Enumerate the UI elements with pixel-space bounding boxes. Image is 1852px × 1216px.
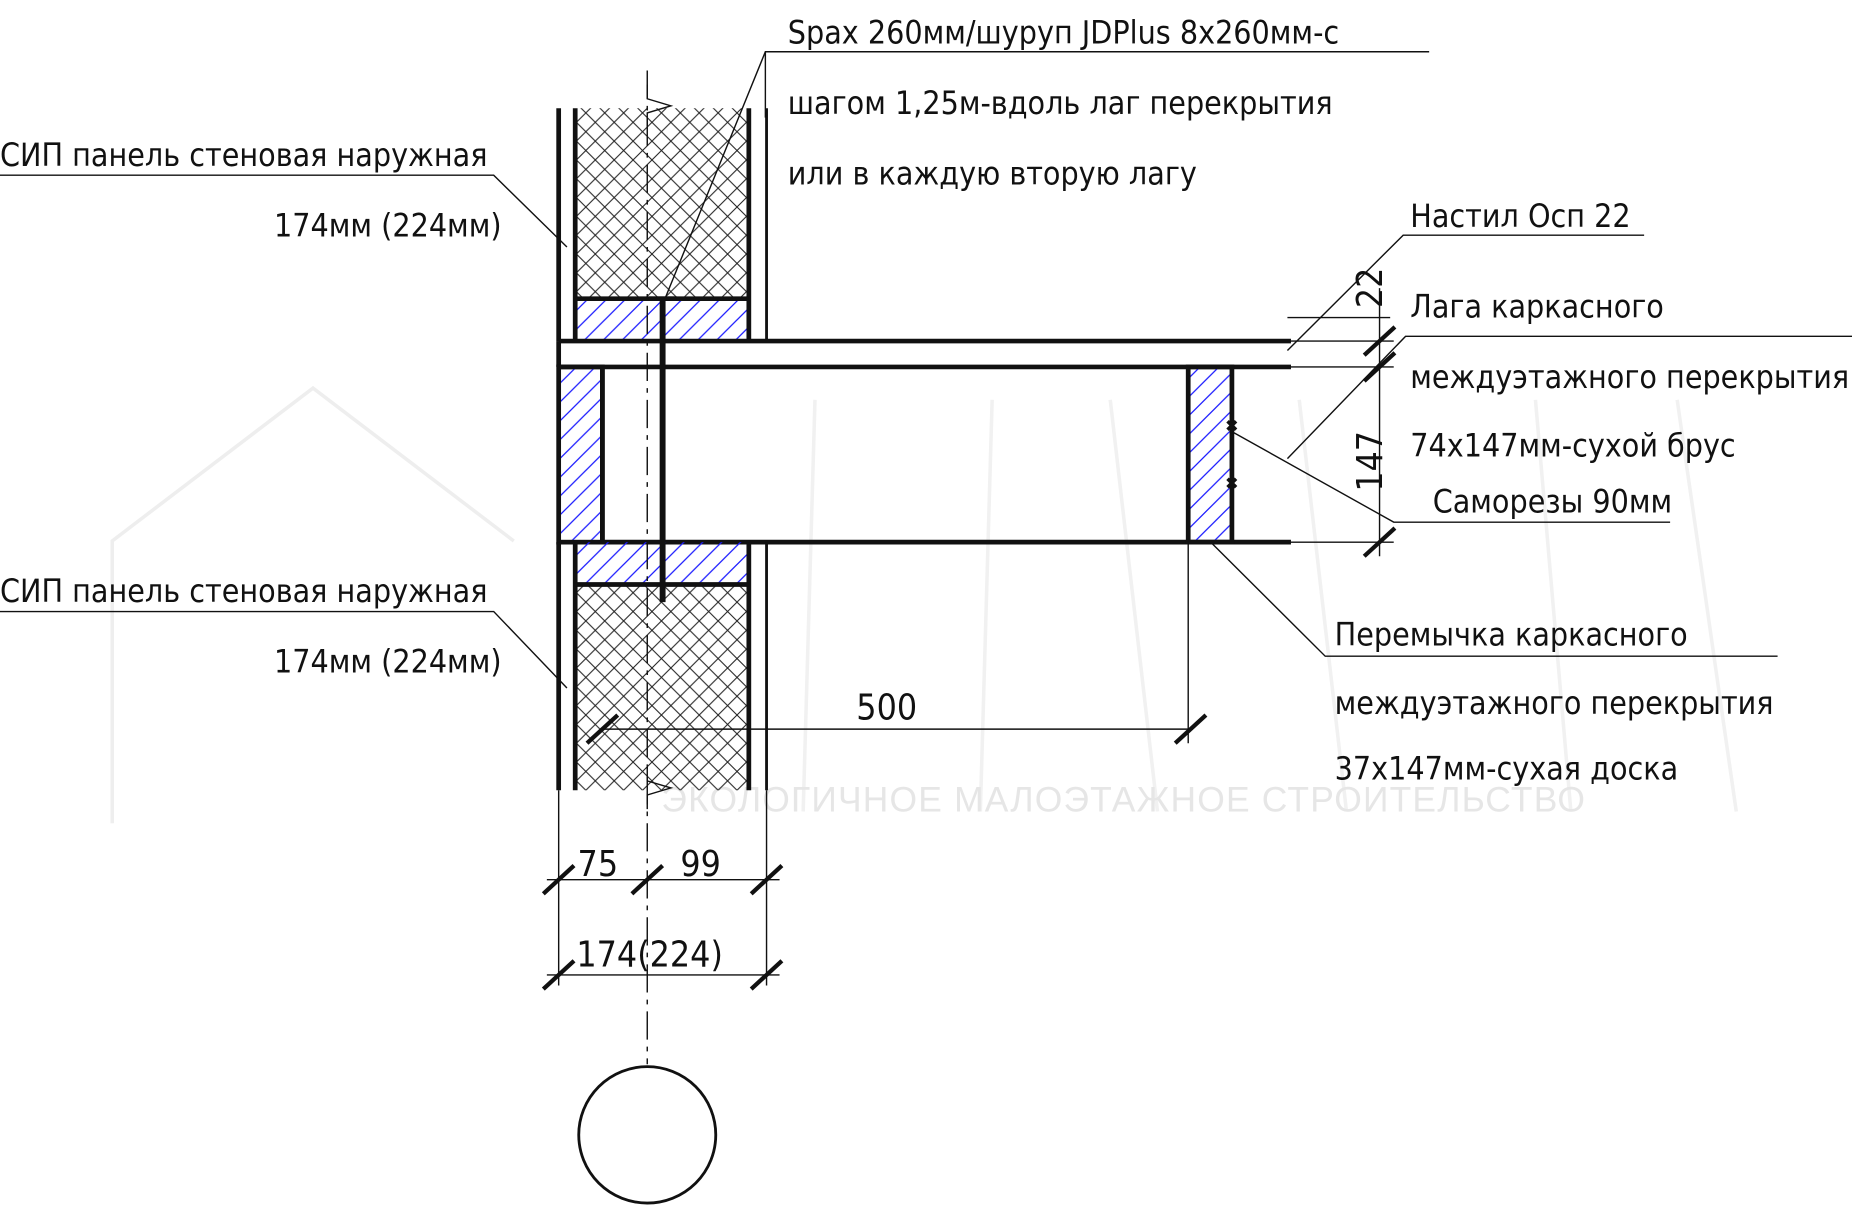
dimension-vertical: 22 147	[1287, 268, 1397, 558]
leader-lines	[0, 51, 1852, 689]
dimension-joist-spacing: 500	[585, 542, 1208, 745]
label-rim-2: междуэтажного перекрытия	[1335, 684, 1774, 722]
dimension-wall: 75 99 174(224)	[541, 790, 784, 991]
annotations: СИП панель стеновая наружная 174мм (224м…	[0, 14, 1849, 788]
label-joist-4: Саморезы 90мм	[1433, 483, 1672, 521]
axis-lines	[646, 70, 674, 1065]
label-sip-bottom-2: 174мм (224мм)	[274, 643, 502, 681]
label-joist-2: междуэтажного перекрытия	[1410, 358, 1849, 396]
dim-joist-spacing-text: 500	[856, 688, 917, 729]
label-sip-top-1: СИП панель стеновая наружная	[0, 136, 487, 174]
label-sip-top-2: 174мм (224мм)	[274, 206, 502, 244]
watermark-text: ЭКОЛОГИЧНОЕ МАЛОЭТАЖНОЕ СТРОИТЕЛЬСТВО	[661, 781, 1586, 820]
axis-bubble	[577, 1065, 718, 1205]
watermark: ЭКОЛОГИЧНОЕ МАЛОЭТАЖНОЕ СТРОИТЕЛЬСТВО	[110, 385, 1739, 824]
label-joist-3: 74х147мм-сухой брус	[1410, 426, 1735, 464]
label-rim-3: 37х147мм-сухая доска	[1335, 750, 1679, 788]
screw-mark-icon: ✖	[1225, 417, 1239, 436]
dim-wall-total-text: 174(224)	[576, 935, 723, 976]
label-rim-1: Перемычка каркасного	[1335, 616, 1688, 654]
floor-joist-section: ✖ ✖	[1185, 364, 1239, 545]
label-sip-bottom-1: СИП панель стеновая наружная	[0, 572, 487, 610]
dim-wall-outer-text: 75	[578, 844, 619, 885]
dim-osb-thickness-text: 22	[1350, 268, 1391, 308]
label-spax-2: шагом 1,25м-вдоль лаг перекрытия	[788, 84, 1333, 122]
osb-deck	[556, 338, 1291, 370]
label-joist-1: Лага каркасного	[1410, 288, 1664, 326]
label-spax-1: Spax 260мм/шуруп JDPlus 8х260мм-с	[788, 14, 1339, 52]
dim-wall-inner-text: 99	[680, 844, 721, 885]
label-osb: Настил Осп 22	[1410, 197, 1630, 235]
rim-board	[556, 364, 605, 545]
screw-mark-icon: ✖	[1225, 474, 1239, 493]
long-screw	[648, 296, 677, 603]
label-spax-3: или в каждую вторую лагу	[788, 155, 1197, 193]
dim-joist-height-text: 147	[1350, 431, 1391, 492]
